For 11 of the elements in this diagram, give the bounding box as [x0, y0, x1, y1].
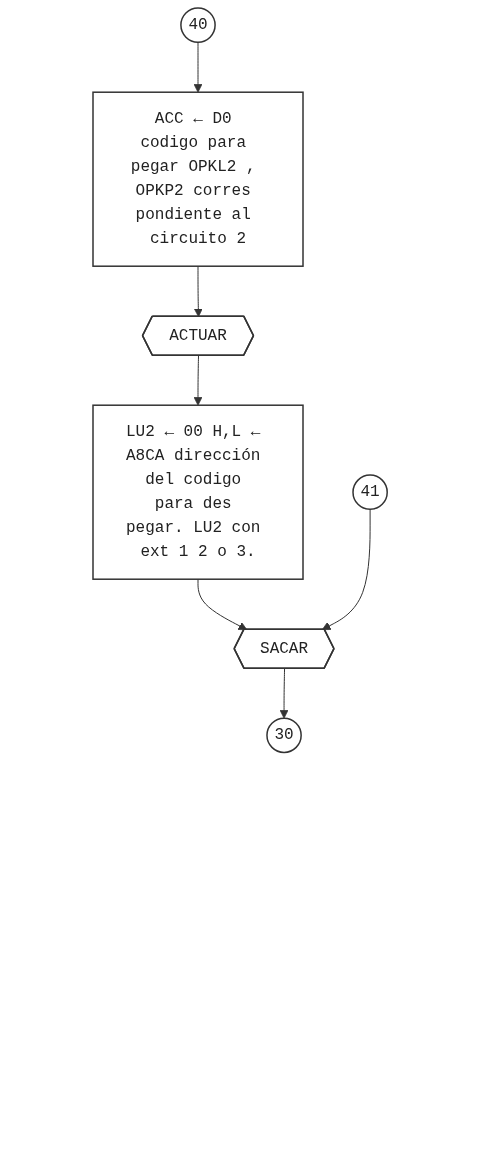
arrow	[322, 508, 371, 631]
node-circle: 41	[352, 474, 389, 511]
node-box: ACC ← D0 codigo para pegar OPKL2 , OPKP2 corres pondiente al circuito 2	[92, 91, 305, 267]
node-box: LU2 ← 00 H,L ← A8CA dirección del codigo para des pegar. LU2 con ext 1 2 o 3.	[92, 404, 305, 580]
arrow	[194, 265, 204, 318]
arrow	[197, 578, 248, 631]
arrow	[194, 41, 203, 93]
arrow	[194, 355, 203, 406]
node-circle: 30	[266, 717, 303, 754]
arrow	[280, 668, 289, 719]
node-circle: 40	[180, 7, 217, 43]
